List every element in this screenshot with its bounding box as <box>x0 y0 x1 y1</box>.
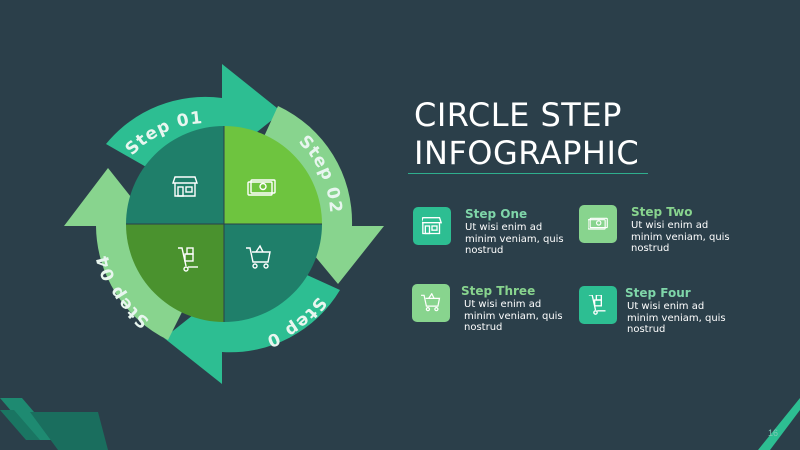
cart-icon <box>246 244 271 269</box>
step-four-text: Ut wisi enim ad minim veniam, quis nostr… <box>627 301 726 335</box>
page-title: CIRCLE STEP INFOGRAPHIC <box>414 96 714 172</box>
step-four-title: Step Four <box>625 286 691 300</box>
step-card-one: Step One Ut wisi enim ad minim veniam, q… <box>413 207 593 267</box>
step-two-title: Step Two <box>631 205 693 219</box>
title-line-1: CIRCLE STEP <box>414 96 622 134</box>
store-icon <box>172 176 198 197</box>
page-number: 16 <box>767 428 778 438</box>
arrow-step-04 <box>64 168 188 340</box>
cart-icon <box>421 293 441 312</box>
quadrant-bottom-left <box>126 224 224 322</box>
step-two-text: Ut wisi enim ad minim veniam, quis nostr… <box>631 220 730 254</box>
corner-stripe-left-2 <box>0 410 40 440</box>
step-four-icon-box <box>579 286 617 324</box>
store-icon <box>422 217 442 235</box>
step-card-three: Step Three Ut wisi enim ad minim veniam,… <box>412 284 592 344</box>
title-divider <box>408 173 648 174</box>
corner-stripe-left-3 <box>30 412 108 450</box>
step-three-title: Step Three <box>461 284 536 298</box>
hand-truck-icon <box>588 295 606 315</box>
hand-truck-icon <box>178 247 198 272</box>
corner-stripe-right <box>758 398 800 450</box>
money-icon <box>588 217 608 230</box>
step-one-title: Step One <box>465 207 528 221</box>
arrow-step-03 <box>164 270 340 384</box>
step-three-icon-box <box>412 284 450 322</box>
quadrant-top-left <box>126 126 224 224</box>
step-three-text: Ut wisi enim ad minim veniam, quis nostr… <box>464 299 563 333</box>
step-two-icon-box <box>579 205 617 243</box>
step-card-four: Step Four Ut wisi enim ad minim veniam, … <box>579 286 759 346</box>
title-line-2: INFOGRAPHIC <box>414 134 640 172</box>
step-one-icon-box <box>413 207 451 245</box>
step-card-two: Step Two Ut wisi enim ad minim veniam, q… <box>579 205 759 265</box>
money-icon <box>247 179 276 196</box>
step-one-text: Ut wisi enim ad minim veniam, quis nostr… <box>465 222 564 256</box>
quadrant-top-right <box>224 126 322 224</box>
